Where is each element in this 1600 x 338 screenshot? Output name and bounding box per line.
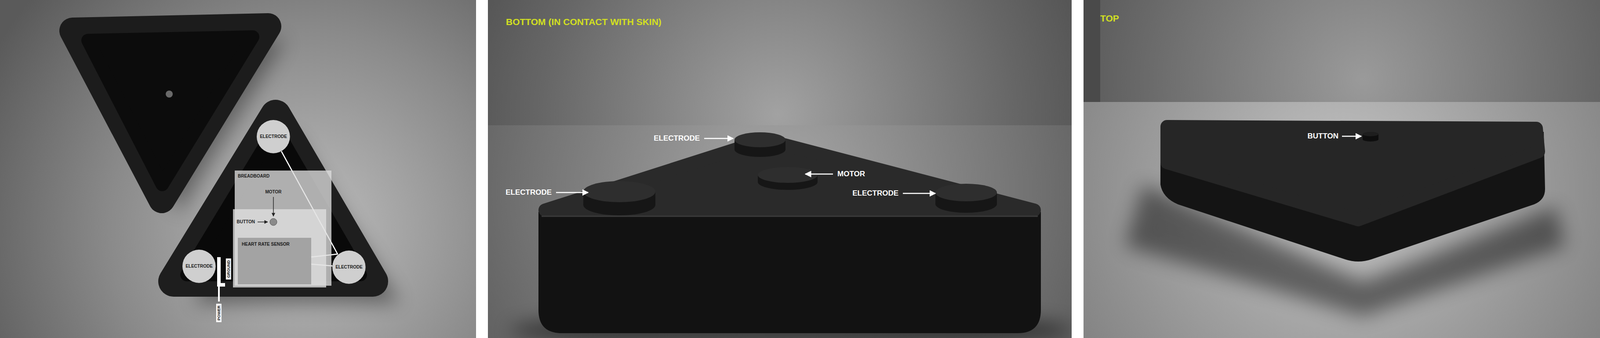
button-cylinder <box>1362 131 1379 142</box>
callout-label: MOTOR <box>265 189 282 195</box>
panel-background <box>1083 0 1600 338</box>
electrode-circle: ELECTRODE <box>332 250 366 284</box>
callout-label: MOTOR <box>837 169 866 179</box>
body-face <box>545 139 1035 211</box>
pointer-arrow <box>805 173 833 175</box>
callout-label: ELECTRODE <box>505 188 552 197</box>
floor <box>1083 101 1600 338</box>
part-label: ELECTRODE <box>335 264 363 270</box>
lid-hole <box>165 90 173 98</box>
electrode-cylinder <box>583 181 656 216</box>
electrode-circle: ELECTRODE <box>182 249 216 284</box>
callout-label: TOP <box>1100 13 1120 24</box>
power-wire <box>217 257 221 287</box>
board-box: BREADBOARD HEART RATE SENSOR <box>234 170 332 286</box>
body-side <box>538 211 1041 334</box>
pointer-arrow <box>704 138 734 140</box>
callout-label: BUTTON <box>236 219 255 225</box>
lid-inside <box>87 36 253 185</box>
callout-label: POWER <box>216 303 222 323</box>
component-label: BREADBOARD <box>237 173 329 179</box>
board-fill <box>234 170 332 286</box>
panel-gap <box>476 0 488 338</box>
panel-background <box>0 0 477 338</box>
pointer-arrow <box>902 192 936 195</box>
electrode-cylinder <box>734 132 786 157</box>
body-top <box>1167 126 1539 220</box>
callout-label: BUTTON <box>1307 131 1339 141</box>
part-label: ELECTRODE <box>185 263 213 270</box>
panel-background <box>487 0 1072 338</box>
callout-label: GROUND <box>225 258 232 280</box>
electrode-circle: ELECTRODE <box>256 120 291 154</box>
pointer-arrow <box>272 196 274 217</box>
electrode-pad <box>182 249 216 284</box>
component-label: HEART RATE SENSOR <box>241 241 308 248</box>
floor <box>487 125 1072 338</box>
callout-label: ELECTRODE <box>653 134 700 143</box>
callout-label: BOTTOM (IN CONTACT WITH SKIN) <box>505 16 662 28</box>
power-wire <box>218 286 220 302</box>
motor-button-dot <box>269 218 277 226</box>
electrode-cylinder <box>935 183 997 213</box>
board-fill <box>237 237 312 285</box>
panel-gap <box>1071 0 1084 338</box>
motor-cylinder <box>757 167 818 190</box>
part-label: ELECTRODE <box>259 134 288 140</box>
pointer-arrow <box>257 221 268 222</box>
callout-label: ELECTRODE <box>852 189 899 198</box>
pointer-arrow <box>1341 135 1362 138</box>
pointer-arrow <box>556 192 589 194</box>
power-wire <box>217 283 226 287</box>
electrode-pad <box>332 250 366 284</box>
wall-corner <box>1083 0 1101 102</box>
board-box: HEART RATE SENSOR <box>237 237 312 285</box>
electrode-pad <box>256 120 291 154</box>
body-edge <box>541 215 1038 218</box>
